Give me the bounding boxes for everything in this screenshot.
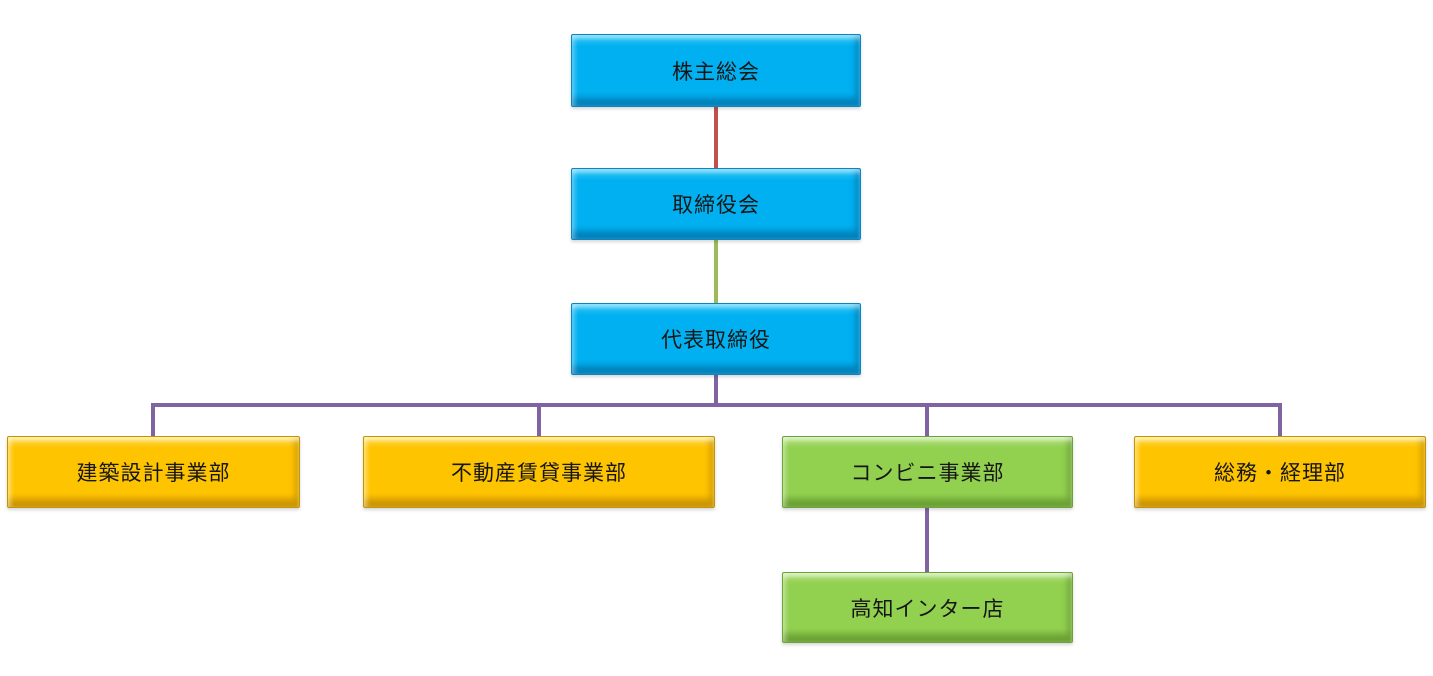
org-node-label: 株主総会 xyxy=(672,60,760,84)
org-node-architecture-design-division: 建築設計事業部 xyxy=(7,436,300,508)
org-node-real-estate-leasing-division: 不動産賃貸事業部 xyxy=(363,436,715,508)
connector-shareholders-to-board xyxy=(714,107,718,168)
org-node-kochi-inter-store: 高知インター店 xyxy=(782,572,1073,643)
org-node-label: 建築設計事業部 xyxy=(76,462,231,485)
org-node-board-of-directors: 取締役会 xyxy=(571,168,861,240)
connector-drop-realestate-division xyxy=(537,403,541,436)
org-node-representative-director: 代表取締役 xyxy=(571,303,861,375)
connector-convenience-to-kochi-store xyxy=(925,508,929,572)
org-node-label: 総務・経理部 xyxy=(1214,462,1346,485)
org-node-label: 高知インター店 xyxy=(850,597,1005,621)
org-node-label: 代表取締役 xyxy=(661,329,771,352)
org-node-label: 取締役会 xyxy=(672,194,760,217)
connector-representative-stem xyxy=(714,375,718,405)
connector-drop-architecture-division xyxy=(151,403,155,436)
org-node-convenience-store-division: コンビニ事業部 xyxy=(782,436,1073,508)
org-node-general-affairs-accounting-dept: 総務・経理部 xyxy=(1134,436,1426,508)
org-node-shareholders-meeting: 株主総会 xyxy=(571,34,861,107)
org-node-label: コンビニ事業部 xyxy=(850,462,1005,485)
connector-drop-general-affairs-dept xyxy=(1278,403,1282,436)
org-node-label: 不動産賃貸事業部 xyxy=(451,462,627,485)
connector-board-to-representative xyxy=(714,240,718,303)
connector-divisions-horizontal-bar xyxy=(151,403,1282,407)
connector-drop-convenience-division xyxy=(925,403,929,436)
